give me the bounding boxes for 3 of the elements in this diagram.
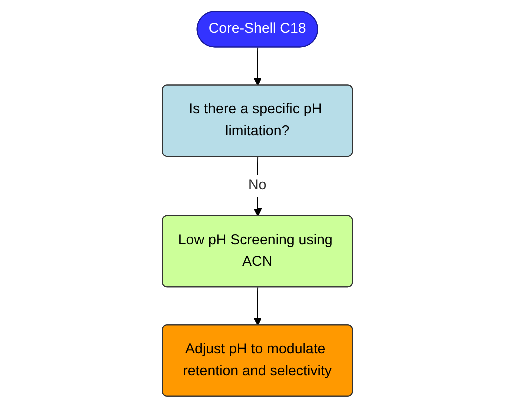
arrow — [254, 286, 262, 326]
edge-label: No — [248, 176, 267, 194]
arrow — [254, 46, 262, 86]
